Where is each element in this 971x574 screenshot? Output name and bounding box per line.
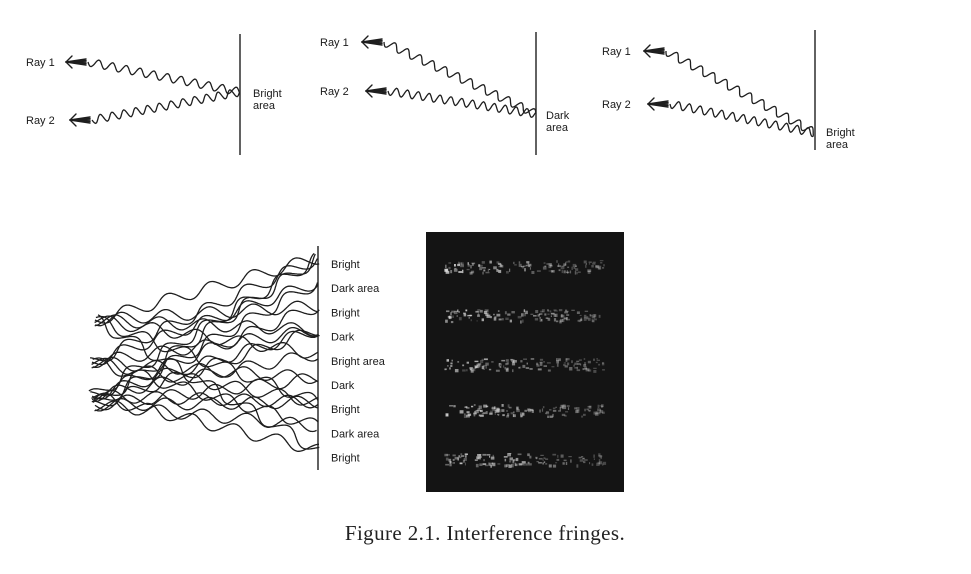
ray-1-label: Ray 1 bbox=[26, 57, 55, 69]
ray-1-label: Ray 1 bbox=[602, 46, 631, 58]
fringe-bands bbox=[444, 260, 607, 468]
fringe-wave bbox=[94, 373, 319, 411]
fringe-label: Bright bbox=[331, 404, 360, 416]
result-label-line1: Bright bbox=[826, 127, 855, 139]
ray-1-emitter-icon bbox=[361, 35, 383, 49]
panel-bright-2: Ray 1 Ray 2 Bright area bbox=[602, 30, 855, 151]
fringe-wave bbox=[92, 326, 319, 369]
wave-ray-2 bbox=[387, 87, 536, 119]
wave-ray-1 bbox=[665, 51, 815, 136]
fringe-label: Bright area bbox=[331, 356, 386, 368]
bright-fringe-band bbox=[444, 358, 605, 373]
bright-fringe-band bbox=[445, 404, 605, 418]
fringe-wave bbox=[90, 258, 318, 362]
fringe-label: Bright bbox=[331, 307, 360, 319]
ray-2-emitter-icon bbox=[365, 84, 387, 98]
figure-caption: Figure 2.1. Interference fringes. bbox=[345, 521, 625, 545]
fringe-photograph bbox=[426, 232, 624, 492]
fringe-wave bbox=[97, 314, 320, 450]
bright-fringe-band bbox=[445, 309, 601, 324]
wave-ray-2 bbox=[91, 89, 241, 125]
fringe-wave bbox=[95, 300, 319, 327]
result-label-line2: area bbox=[826, 139, 849, 151]
fringe-label: Dark bbox=[331, 332, 355, 344]
fringe-waves bbox=[88, 252, 320, 452]
ray-2-emitter-icon bbox=[647, 97, 669, 111]
panel-dark: Ray 1 Ray 2 Dark area bbox=[320, 32, 570, 155]
fringe-wave bbox=[93, 329, 320, 407]
fringe-label: Dark area bbox=[331, 428, 380, 440]
result-label-line1: Bright bbox=[253, 88, 282, 100]
wave-ray-1 bbox=[87, 59, 240, 95]
wave-ray-1 bbox=[383, 41, 537, 114]
result-label-line1: Dark bbox=[546, 110, 570, 122]
fringe-wave bbox=[91, 356, 318, 385]
ray-1-label: Ray 1 bbox=[320, 37, 349, 49]
fringe-wave bbox=[94, 395, 319, 412]
fringe-wave bbox=[94, 400, 317, 433]
ray-2-label: Ray 2 bbox=[602, 99, 631, 111]
result-label-line2: area bbox=[253, 100, 276, 112]
ray-2-label: Ray 2 bbox=[26, 115, 55, 127]
ray-2-label: Ray 2 bbox=[320, 86, 349, 98]
fringe-wave bbox=[90, 309, 320, 397]
bright-fringe-band bbox=[444, 453, 607, 468]
fringe-wave bbox=[91, 284, 319, 366]
fringe-label: Dark area bbox=[331, 283, 380, 295]
ray-1-emitter-icon bbox=[65, 55, 87, 69]
wave-ray-2 bbox=[669, 100, 814, 138]
fringe-wave bbox=[94, 257, 320, 324]
result-label-line2: area bbox=[546, 122, 569, 134]
ray-2-emitter-icon bbox=[69, 113, 91, 127]
fringe-wave bbox=[88, 252, 315, 392]
fringe-wave bbox=[95, 315, 319, 401]
fringe-label: Dark bbox=[331, 380, 355, 392]
fringe-wave bbox=[91, 282, 319, 401]
bright-fringe-band bbox=[444, 260, 605, 275]
fringe-label: Bright bbox=[331, 259, 360, 271]
fringe-label: Bright bbox=[331, 453, 360, 465]
ray-1-emitter-icon bbox=[643, 44, 665, 58]
fringe-wave bbox=[92, 253, 316, 403]
panel-bright-1: Ray 1 Ray 2 Bright area bbox=[26, 34, 282, 155]
